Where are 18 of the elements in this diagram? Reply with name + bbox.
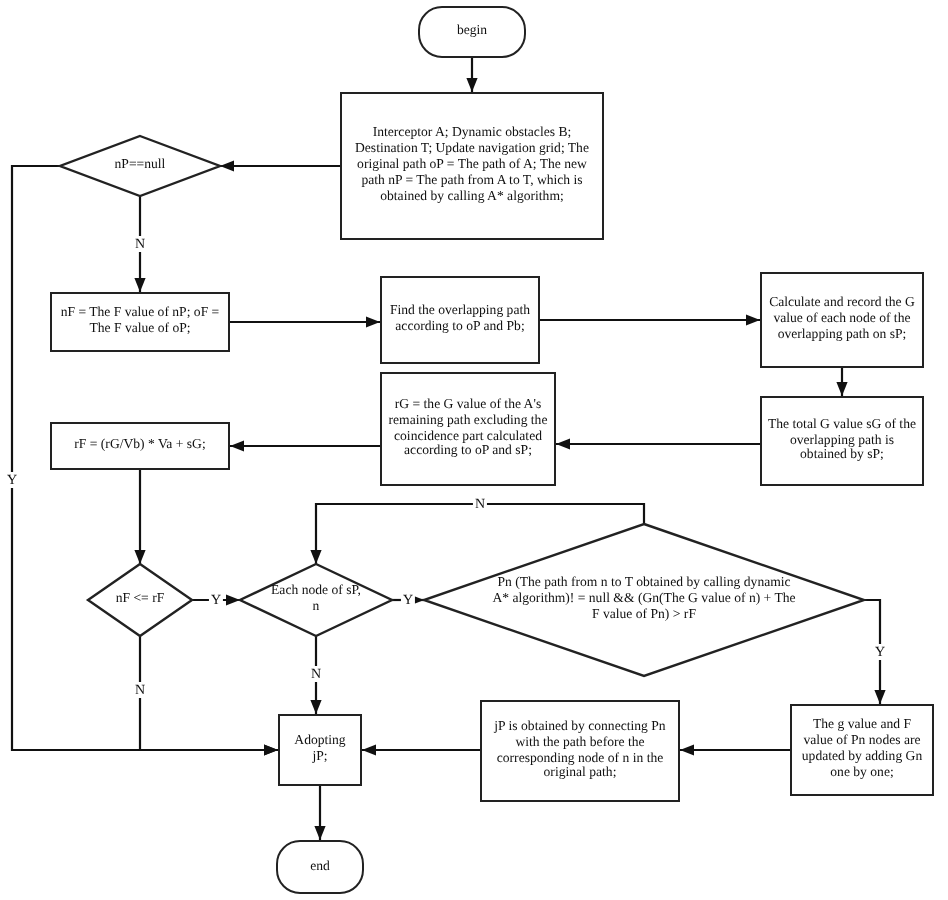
arrow xyxy=(556,438,760,450)
arrow xyxy=(864,598,886,704)
arrow xyxy=(540,314,760,326)
arrow xyxy=(392,594,424,606)
arrow xyxy=(192,594,240,606)
arrow xyxy=(836,368,848,396)
arrow xyxy=(138,636,278,756)
arrow xyxy=(230,316,380,328)
arrow xyxy=(134,470,146,564)
arrow xyxy=(362,744,480,756)
arrow xyxy=(310,636,322,714)
arrow xyxy=(314,786,326,840)
arrow xyxy=(680,744,790,756)
arrow xyxy=(466,58,478,92)
arrow xyxy=(310,502,646,564)
arrow xyxy=(230,440,380,452)
arrow xyxy=(220,160,340,172)
arrow xyxy=(134,196,146,292)
